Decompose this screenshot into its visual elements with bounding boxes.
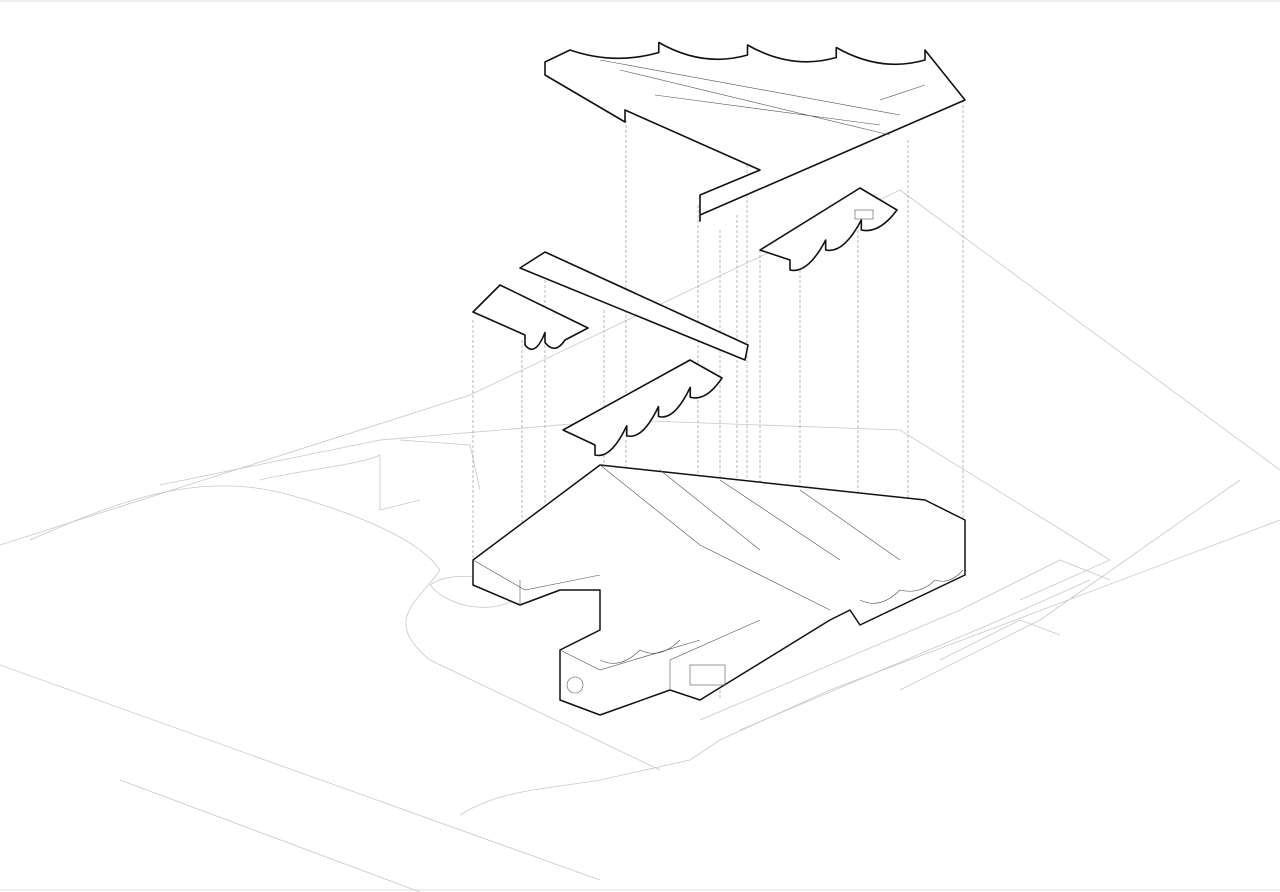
roof-middle-lower xyxy=(562,359,723,457)
vault-profiles xyxy=(599,569,964,664)
interior-box xyxy=(689,664,726,686)
site-plan xyxy=(0,189,1280,892)
roof-middle-long xyxy=(519,251,749,361)
ground-floor-building xyxy=(472,464,966,716)
roof-upper-right xyxy=(759,187,898,272)
interior-walls xyxy=(472,464,901,690)
skylight xyxy=(854,209,874,220)
roof-upper-main xyxy=(544,41,966,222)
round-window xyxy=(566,676,584,694)
roof-middle-left xyxy=(472,284,589,351)
roof-layers xyxy=(472,41,966,457)
roof-ridge-line xyxy=(599,59,926,136)
